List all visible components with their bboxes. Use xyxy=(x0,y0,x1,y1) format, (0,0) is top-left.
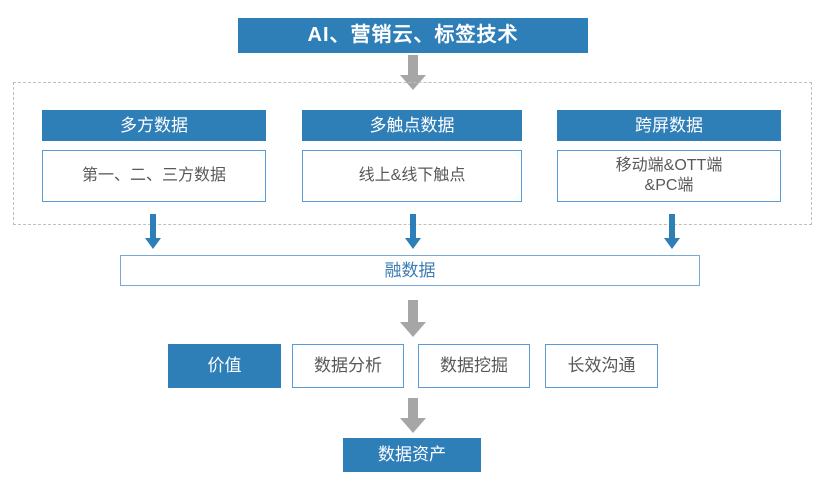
source-column-header-multiparty: 多方数据 xyxy=(42,110,266,141)
source-column-header-multitouch: 多触点数据 xyxy=(302,110,522,141)
value-label-box: 价值 xyxy=(168,344,281,388)
arrow-source-3-to-merge xyxy=(663,214,681,250)
source-column-body-crossscreen: 移动端&OTT端 &PC端 xyxy=(557,150,781,202)
source-column-body-multitouch: 线上&线下触点 xyxy=(302,150,522,202)
crossscreen-line-2: &PC端 xyxy=(644,177,694,194)
merge-data-bar: 融数据 xyxy=(120,255,700,286)
source-column-body-multiparty: 第一、二、三方数据 xyxy=(42,150,266,202)
arrow-title-to-sources xyxy=(399,55,427,91)
source-column-header-crossscreen: 跨屏数据 xyxy=(557,110,781,141)
arrow-value-to-outcome xyxy=(399,398,427,434)
source-column-body-crossscreen-text: 移动端&OTT端 &PC端 xyxy=(616,156,723,196)
value-item-long-term-communication: 长效沟通 xyxy=(545,344,658,388)
crossscreen-line-1: 移动端&OTT端 xyxy=(615,157,723,174)
outcome-box-data-asset: 数据资产 xyxy=(343,438,481,472)
value-item-data-analysis: 数据分析 xyxy=(292,344,404,388)
arrow-merge-to-value xyxy=(399,300,427,338)
arrow-source-2-to-merge xyxy=(404,214,422,250)
title-banner: AI、营销云、标签技术 xyxy=(238,18,588,53)
arrow-source-1-to-merge xyxy=(144,214,162,250)
value-item-data-mining: 数据挖掘 xyxy=(418,344,530,388)
